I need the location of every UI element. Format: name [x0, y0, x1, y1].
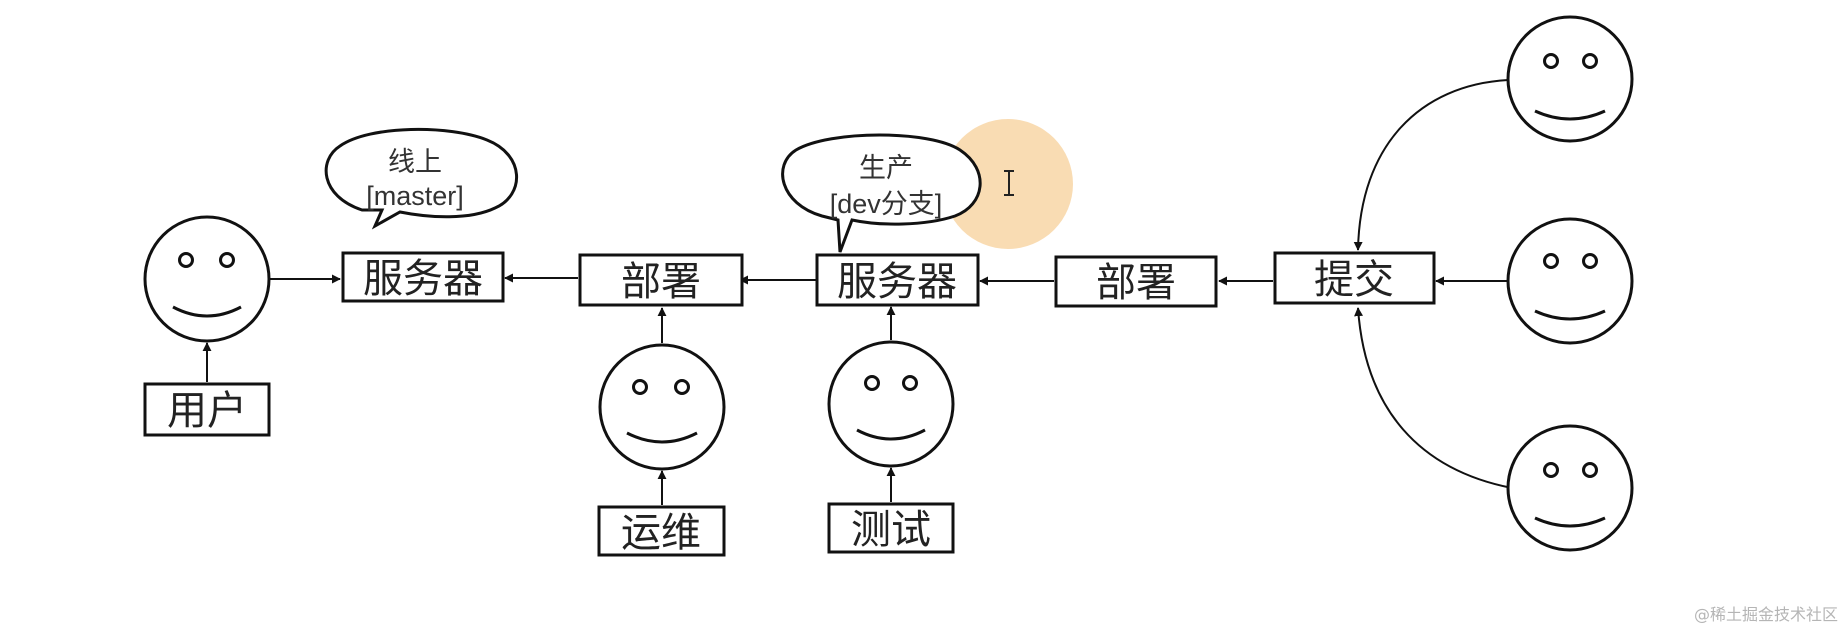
- bubble-online: [324, 127, 519, 230]
- watermark: @稀土掘金技术社区: [1694, 605, 1838, 624]
- box-deploy-dev: [1054, 255, 1218, 308]
- box-deploy-prod-label: 部署: [621, 259, 701, 305]
- box-server-dev-label: 服务器: [837, 259, 957, 305]
- smiley-dev-bottom-icon: [1506, 424, 1634, 552]
- box-deploy-dev-label: 部署: [1096, 260, 1176, 306]
- box-commit: [1273, 251, 1436, 305]
- smiley-test-icon: [827, 340, 955, 468]
- smiley-dev-top-icon: [1506, 15, 1634, 143]
- arrows: [202, 79, 1513, 505]
- smiley-ops-icon: [598, 343, 726, 471]
- box-test-label: 测试: [851, 507, 931, 553]
- bubble-online-line2: [master]: [366, 181, 464, 211]
- smiley-user-icon: [143, 215, 271, 343]
- arrow-dev-top-to-commit: [1353, 79, 1509, 251]
- box-server-prod: [341, 251, 505, 303]
- bubble-production: [781, 133, 982, 253]
- box-server-prod-label: 服务器: [363, 256, 483, 302]
- box-user: [143, 382, 271, 437]
- box-ops-label: 运维: [621, 510, 701, 556]
- box-test: [827, 502, 955, 554]
- box-commit-label: 提交: [1314, 257, 1394, 303]
- smiley-dev-middle-icon: [1506, 217, 1634, 345]
- box-server-dev: [815, 253, 980, 307]
- box-ops: [597, 505, 726, 557]
- bubble-production-line1: 生产: [859, 153, 913, 183]
- box-user-label: 用户: [167, 388, 247, 434]
- bubble-online-line1: 线上: [388, 147, 442, 177]
- box-deploy-prod: [578, 253, 744, 307]
- text-cursor-icon: [1004, 170, 1014, 196]
- bubble-production-line2: [dev分支]: [830, 189, 943, 219]
- arrow-dev-bottom-to-commit: [1354, 307, 1513, 489]
